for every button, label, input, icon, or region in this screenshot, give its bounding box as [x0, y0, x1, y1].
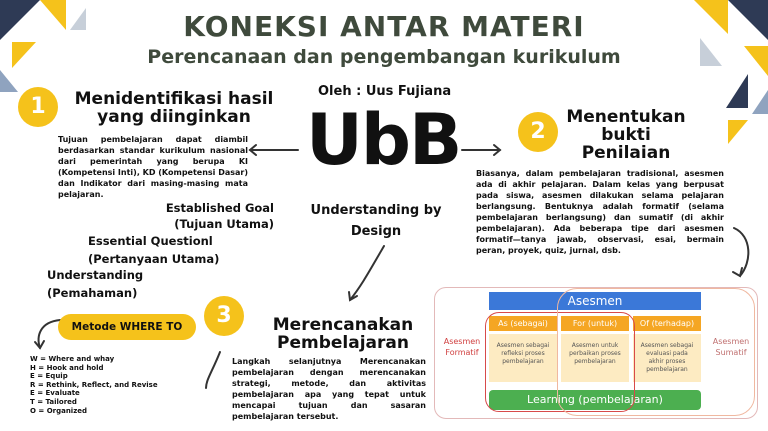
summative-outline	[557, 288, 755, 416]
method-item: E = Equip	[30, 372, 68, 381]
step2-heading-line2: bukti	[601, 125, 651, 145]
arrow-curve-method	[37, 319, 61, 349]
summative-label-line2: Sumatif	[715, 348, 747, 357]
formative-label-line1: Asesmen	[443, 337, 481, 346]
essential-question-translation: (Pertanyaan Utama)	[88, 252, 220, 266]
method-item: E = Evaluate	[30, 389, 80, 398]
ubd-tagline-line2: Design	[350, 224, 402, 239]
established-goal: Established Goal (Tujuan Utama)	[128, 200, 274, 232]
formative-outline	[485, 312, 635, 412]
step-number-3: 3	[204, 296, 244, 336]
col-for-body-line: Asesmen untuk	[571, 342, 619, 349]
step2-heading: Menentukan bukti Penilaian	[560, 108, 692, 162]
ubd-logo: UbB	[306, 99, 462, 181]
assessment-header-bar: Asesmen	[489, 292, 701, 310]
decor-triangle	[728, 120, 748, 144]
essential-question: Essential Questionl (Pertanyaan Utama)	[88, 232, 219, 268]
decor-triangle	[40, 0, 66, 30]
col-of-head: Of (terhadap)	[633, 316, 701, 331]
established-goal-translation: (Tujuan Utama)	[174, 217, 274, 231]
col-as-body-line: refleksi proses	[501, 350, 545, 357]
step3-heading-line2: Pembelajaran	[277, 333, 409, 353]
arrow-curve-method-head	[34, 340, 45, 350]
method-where-to-list: W = Where and whay H = Hook and hold E =…	[30, 355, 158, 415]
decor-triangle	[694, 0, 728, 34]
step2-body: Biasanya, dalam pembelajaran tradisional…	[476, 169, 724, 255]
step-number-2: 2	[518, 112, 558, 152]
author-credit: Oleh : Uus Fujiana	[318, 84, 452, 99]
col-of-body: Asesmen sebagai evaluasi pada akhir pros…	[633, 334, 701, 382]
col-as-body: Asesmen sebagai refleksi proses pembelaj…	[489, 334, 557, 382]
decor-triangle	[700, 38, 722, 66]
ubd-tagline: Understanding by Design	[300, 200, 452, 242]
step2-heading-line1: Menentukan	[566, 107, 686, 127]
arrow-down	[349, 245, 385, 301]
arrow-down-head	[348, 291, 358, 302]
col-for-body: Asesmen untuk perbaikan proses pembelaja…	[561, 334, 629, 382]
step3-heading-line1: Merencanakan	[272, 315, 414, 335]
method-item: W = Where and whay	[30, 355, 115, 363]
page-title: KONEKSI ANTAR MATERI	[183, 10, 585, 43]
decor-triangle	[12, 42, 36, 68]
method-item: T = Tailored	[30, 397, 77, 406]
formative-label-line2: Formatif	[445, 348, 479, 357]
col-for-body-line: perbaikan proses	[569, 350, 621, 357]
step3-body: Langkah selanjutnya Merencanakan pembela…	[232, 357, 426, 421]
arrow-curve-right	[733, 227, 750, 277]
arrow-right-head	[493, 144, 502, 156]
decor-triangle	[0, 70, 18, 92]
col-for-body-line: pembelajaran	[574, 358, 616, 365]
col-as-body-line: pembelajaran	[502, 358, 544, 365]
ubd-tagline-line1: Understanding by	[310, 203, 442, 218]
step1-body: Tujuan pembelajaran dapat diambil berdas…	[58, 135, 249, 199]
col-for-head: For (untuk)	[561, 316, 629, 331]
essential-question-label: Essential Questionl	[88, 234, 213, 248]
col-of-body-line: Asesmen sebagai	[640, 342, 694, 349]
method-item: O = Organized	[30, 406, 88, 415]
understanding-label: Understanding	[47, 268, 144, 282]
step1-heading-line1: Menidentifikasi hasil	[74, 89, 274, 109]
col-of-body-line: evaluasi pada	[646, 350, 688, 357]
method-where-to-badge: Metode WHERE TO	[58, 314, 196, 340]
step2-heading-line3: Penilaian	[581, 143, 671, 163]
step3-heading: Merencanakan Pembelajaran	[258, 316, 428, 352]
decor-triangle	[0, 0, 40, 40]
col-as-head: As (sebagai)	[489, 316, 557, 331]
step1-heading-line2: yang diinginkan	[97, 107, 251, 127]
established-goal-label: Established Goal	[165, 201, 274, 215]
understanding-translation: (Pemahaman)	[47, 286, 138, 300]
understanding: Understanding (Pemahaman)	[47, 266, 143, 302]
step-number-1: 1	[18, 87, 58, 127]
method-item: R = Rethink, Reflect, and Revise	[30, 380, 158, 389]
arrow-left-head	[248, 144, 257, 156]
step1-heading: Menidentifikasi hasil yang diinginkan	[58, 90, 290, 126]
col-of-body-line: akhir proses pembelajaran	[646, 358, 688, 373]
decor-triangle	[744, 46, 768, 76]
method-item: H = Hook and hold	[30, 363, 104, 372]
col-as-body-line: Asesmen sebagai	[496, 342, 550, 349]
summative-label: Asesmen Sumatif	[707, 336, 755, 358]
decor-triangle	[728, 0, 768, 40]
assessment-diagram: Asesmen Asesmen Formatif Asesmen Sumatif…	[434, 287, 758, 419]
decor-triangle	[726, 74, 748, 108]
arrow-step3	[205, 351, 221, 389]
page-subtitle: Perencanaan dan pengembangan kurikulum	[147, 46, 621, 68]
arrow-curve-right-head	[732, 267, 743, 278]
decor-triangle	[70, 8, 86, 30]
summative-label-line1: Asesmen	[712, 337, 750, 346]
decor-triangle	[752, 90, 768, 114]
formative-label: Asesmen Formatif	[437, 336, 487, 358]
